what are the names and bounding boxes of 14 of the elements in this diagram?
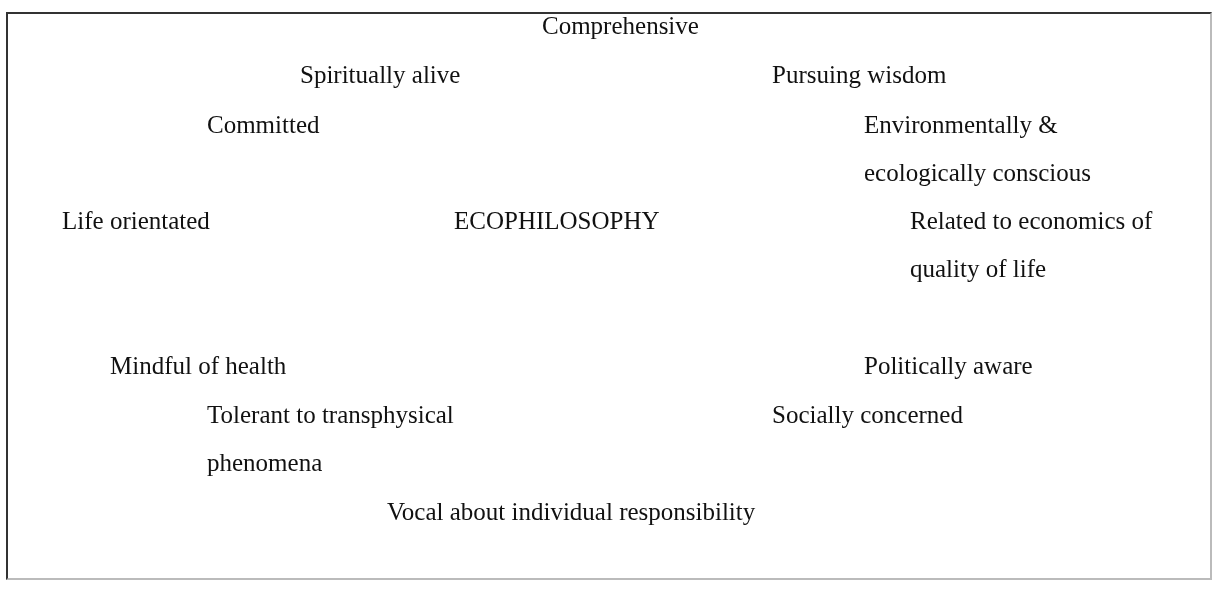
attribute-label: Spiritually alive: [300, 60, 461, 90]
attribute-label: Environmentally & ecologically conscious: [864, 110, 1092, 188]
attribute-label: Committed: [207, 110, 320, 140]
frame-border: [6, 12, 1212, 580]
attribute-label: Pursuing wisdom: [772, 60, 947, 90]
attribute-label: Related to economics of quality of life: [910, 206, 1154, 284]
attribute-label: Socially concerned: [772, 400, 963, 430]
attribute-label: Politically aware: [864, 351, 1033, 381]
central-term: ECOPHILOSOPHY: [454, 206, 660, 236]
attribute-label: Comprehensive: [542, 11, 699, 41]
attribute-label: Vocal about individual responsibility: [387, 497, 756, 527]
attribute-label: Tolerant to transphysical phenomena: [207, 400, 455, 478]
attribute-label: Mindful of health: [110, 351, 287, 381]
attribute-label: Life orientated: [62, 206, 210, 236]
